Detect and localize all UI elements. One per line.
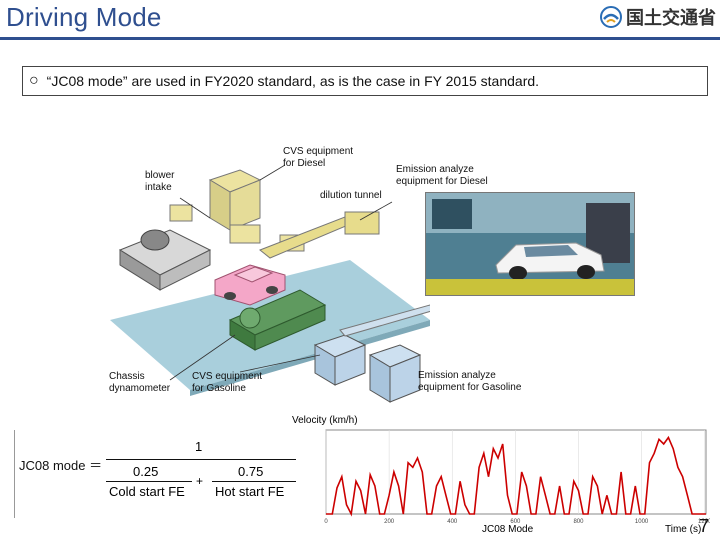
label-emission-gasoline: Emission analyze equipment for Gasoline [418,370,522,393]
chart-time-label: Time (s) [665,524,702,535]
chart-ylabel: Velocity (km/h) [292,415,358,426]
label-emission-diesel: Emission analyze equipment for Diesel [396,164,488,187]
equation-lhs: JC08 mode ＝ [19,458,103,473]
series-line-velocity [326,435,706,517]
bullet-icon: ○ [29,72,39,89]
leader-dilution [359,201,393,221]
velocity-chart: 0 200 400 600 800 1000 1200 [324,429,710,525]
equation-cold-fraction-bar [106,481,192,482]
label-cvs-gasoline: CVS equipment for Gasoline [192,371,263,394]
page-number: 7 [699,516,710,536]
emission-lab-photo [425,192,635,296]
equation-hot-coef: 0.75 [238,464,264,479]
equation-main-fraction-bar [106,459,296,460]
leader-cvs-gasoline [239,354,321,373]
summary-box: ○ “JC08 mode” are used in FY2020 standar… [22,66,708,96]
leader-dyno [169,334,236,381]
equation-hot-fraction-bar [212,481,296,482]
label-dilution-tunnel: dilution tunnel [320,190,382,201]
page-title: Driving Mode [6,2,162,32]
test-facility-illustration [110,164,430,403]
x-tick-label: 1000 [635,519,649,525]
equation-cold-label: Cold start FE [109,484,185,499]
chart-x-ticks: 0 200 400 600 800 1000 1200 [324,519,710,525]
ministry-emblem-icon [600,6,622,28]
summary-text: “JC08 mode” are used in FY2020 standard,… [46,73,540,89]
label-cvs-diesel: CVS equipment for Diesel [283,146,354,169]
equation-left-rule [14,430,15,518]
chart-xlabel: JC08 Mode [482,524,534,535]
x-tick-label: 600 [510,519,521,525]
equation-plus: + [196,474,204,488]
dilution-tunnel [259,211,380,259]
test-vehicle [214,264,286,306]
ministry-logo: 国土交通省 [600,3,716,31]
leader-blower [179,197,211,219]
logo-text: 国土交通省 [626,8,716,29]
x-tick-label: 800 [573,519,584,525]
equation-hot-label: Hot start FE [215,484,285,499]
x-tick-label: 1200 [698,519,710,525]
blower-unit [118,229,212,291]
leader-cvs-diesel [259,164,286,181]
x-tick-label: 200 [384,519,395,525]
cvs-diesel-unit [169,169,305,252]
title-divider [0,37,720,40]
chart-grid [325,430,706,514]
floor-edge [190,320,430,396]
lab-photo-image [426,193,634,295]
equation-numerator: 1 [195,439,203,454]
equation-cold-coef: 0.25 [133,464,159,479]
chassis-dynamometer [228,289,327,351]
cvs-gasoline-unit [313,304,430,403]
label-blower-intake: blower intake [145,170,175,193]
label-chassis-dyno: Chassis dynamometer [109,371,171,394]
x-tick-label: 0 [324,519,328,525]
x-tick-label: 400 [447,519,458,525]
